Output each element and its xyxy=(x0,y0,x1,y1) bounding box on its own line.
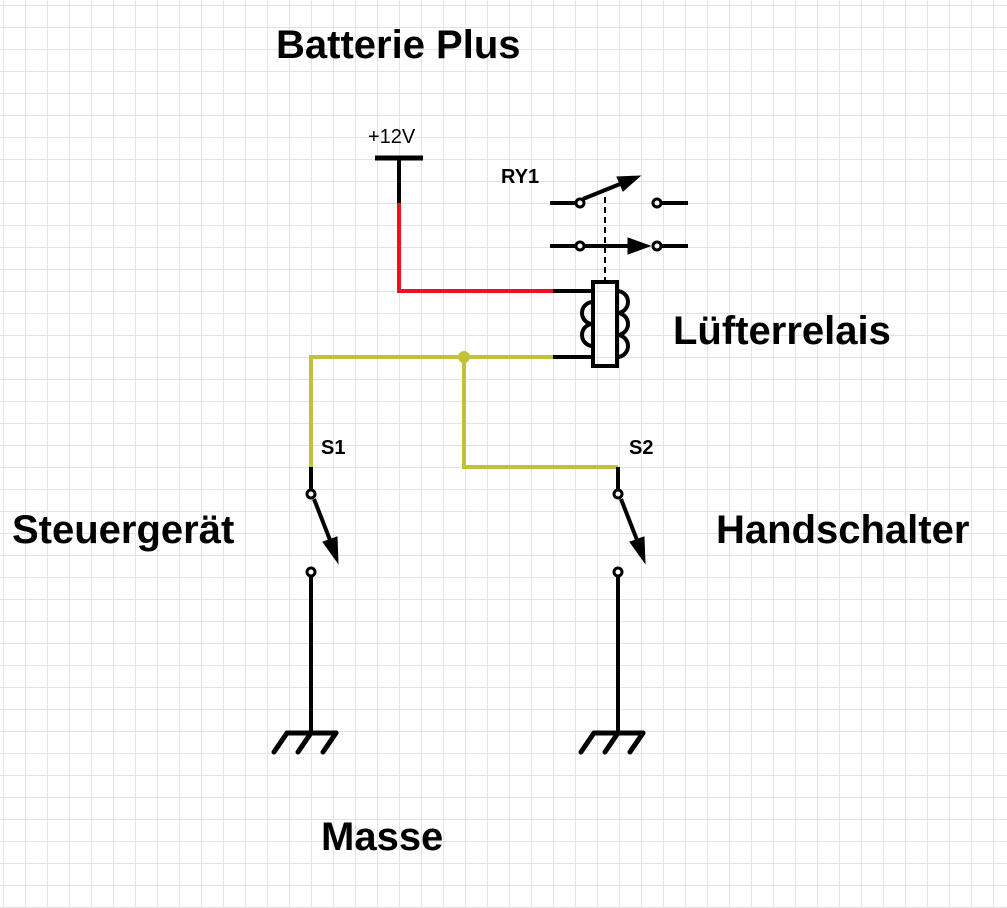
control-wire xyxy=(309,355,618,469)
ground-symbol-2 xyxy=(578,730,646,755)
battery-plus-label: Batterie Plus xyxy=(276,23,521,67)
relay-ref-label: RY1 xyxy=(501,166,540,188)
switch-s1-label: Steuergerät xyxy=(12,508,235,552)
supply-symbol xyxy=(375,155,423,203)
positive-wire xyxy=(397,203,553,293)
switch-s2 xyxy=(612,467,646,732)
relay-contacts xyxy=(550,175,688,255)
relay-label: Lüfterrelais xyxy=(673,309,891,353)
ground-label: Masse xyxy=(321,815,444,859)
switch-s1-ref: S1 xyxy=(321,437,346,459)
supply-voltage-label: +12V xyxy=(368,126,416,148)
switch-s2-label: Handschalter xyxy=(716,508,970,552)
switch-s2-ref: S2 xyxy=(629,437,654,459)
relay-coil xyxy=(580,280,630,368)
junction-dot xyxy=(458,351,470,363)
ground-symbol-1 xyxy=(271,730,339,755)
switch-s1 xyxy=(305,467,339,732)
